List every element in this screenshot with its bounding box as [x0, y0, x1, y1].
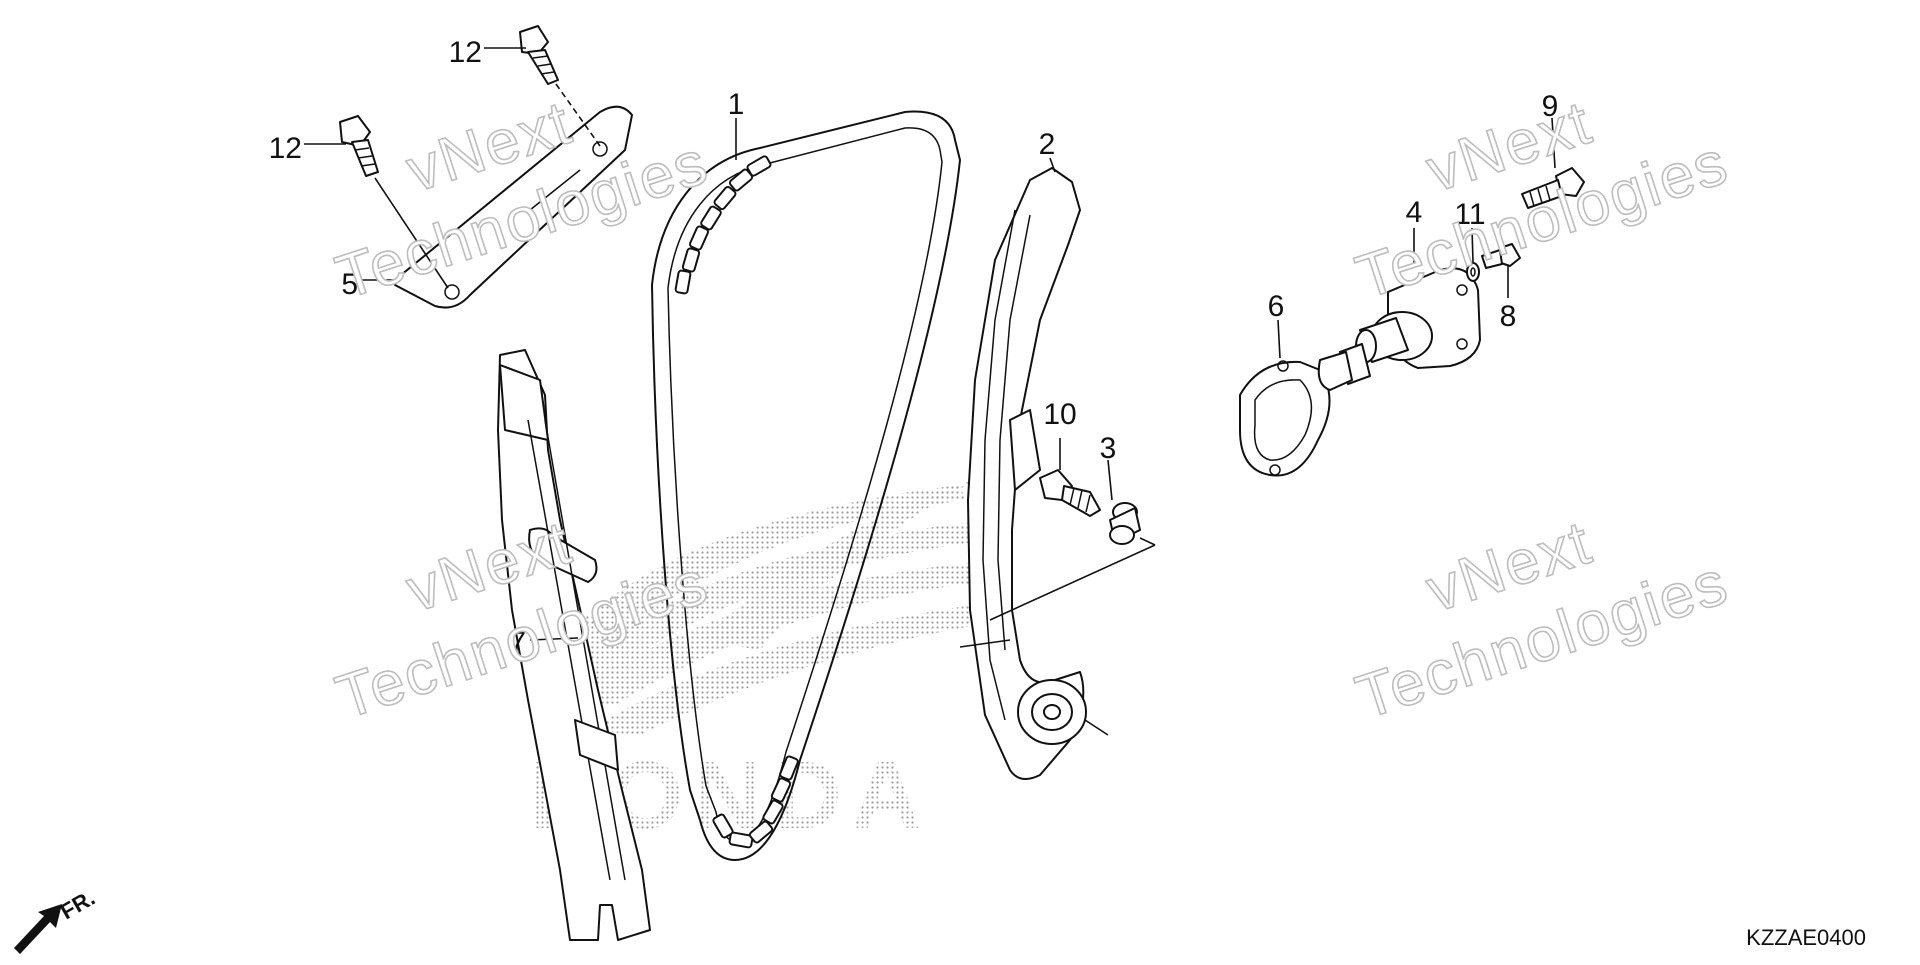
tensioner-lifter-part-4	[1317, 267, 1481, 391]
chain-links-top	[674, 155, 772, 295]
callout-2: 2	[1039, 128, 1056, 161]
diagram-code: KZZAE0400	[1746, 925, 1866, 950]
callout-6: 6	[1268, 290, 1285, 323]
callout-7: 7	[509, 626, 526, 659]
callout-leaders	[304, 47, 1556, 641]
watermark-top-right: vNext Technologies	[1347, 87, 1737, 313]
callout-1: 1	[728, 88, 745, 121]
plate-part-5	[394, 105, 633, 309]
honda-wing-logo: HONDA	[529, 475, 1010, 849]
bolt-part-10	[1039, 469, 1101, 517]
callout-12-upper: 12	[449, 36, 482, 69]
bolt-12-upper	[519, 25, 601, 147]
bolt-12-lower	[339, 115, 449, 289]
callout-3: 3	[1100, 432, 1117, 465]
callout-4: 4	[1406, 196, 1423, 229]
watermark-mid-right: vNext Technologies	[1347, 507, 1737, 733]
callout-11: 11	[1454, 198, 1485, 231]
chain-links-bottom	[712, 755, 799, 849]
cam-chain-part-1	[651, 110, 961, 861]
bolt-part-8	[1481, 243, 1521, 269]
collar-part-3	[989, 502, 1156, 621]
watermark-top-left: vNext Technologies	[327, 87, 717, 313]
tensioner-arm-part-2	[959, 167, 1109, 780]
callout-9: 9	[1542, 90, 1559, 123]
washer-part-11	[1466, 262, 1480, 282]
callout-12-lower: 12	[269, 132, 302, 165]
chain-guide-part-7	[497, 349, 651, 941]
front-direction-label: FR.	[56, 885, 99, 924]
gasket-part-6	[1239, 360, 1331, 477]
front-direction-arrow: FR.	[14, 885, 99, 954]
callout-5: 5	[341, 268, 358, 301]
callout-8: 8	[1500, 300, 1517, 333]
bolt-part-9	[1521, 167, 1585, 209]
callout-10: 10	[1043, 398, 1076, 431]
